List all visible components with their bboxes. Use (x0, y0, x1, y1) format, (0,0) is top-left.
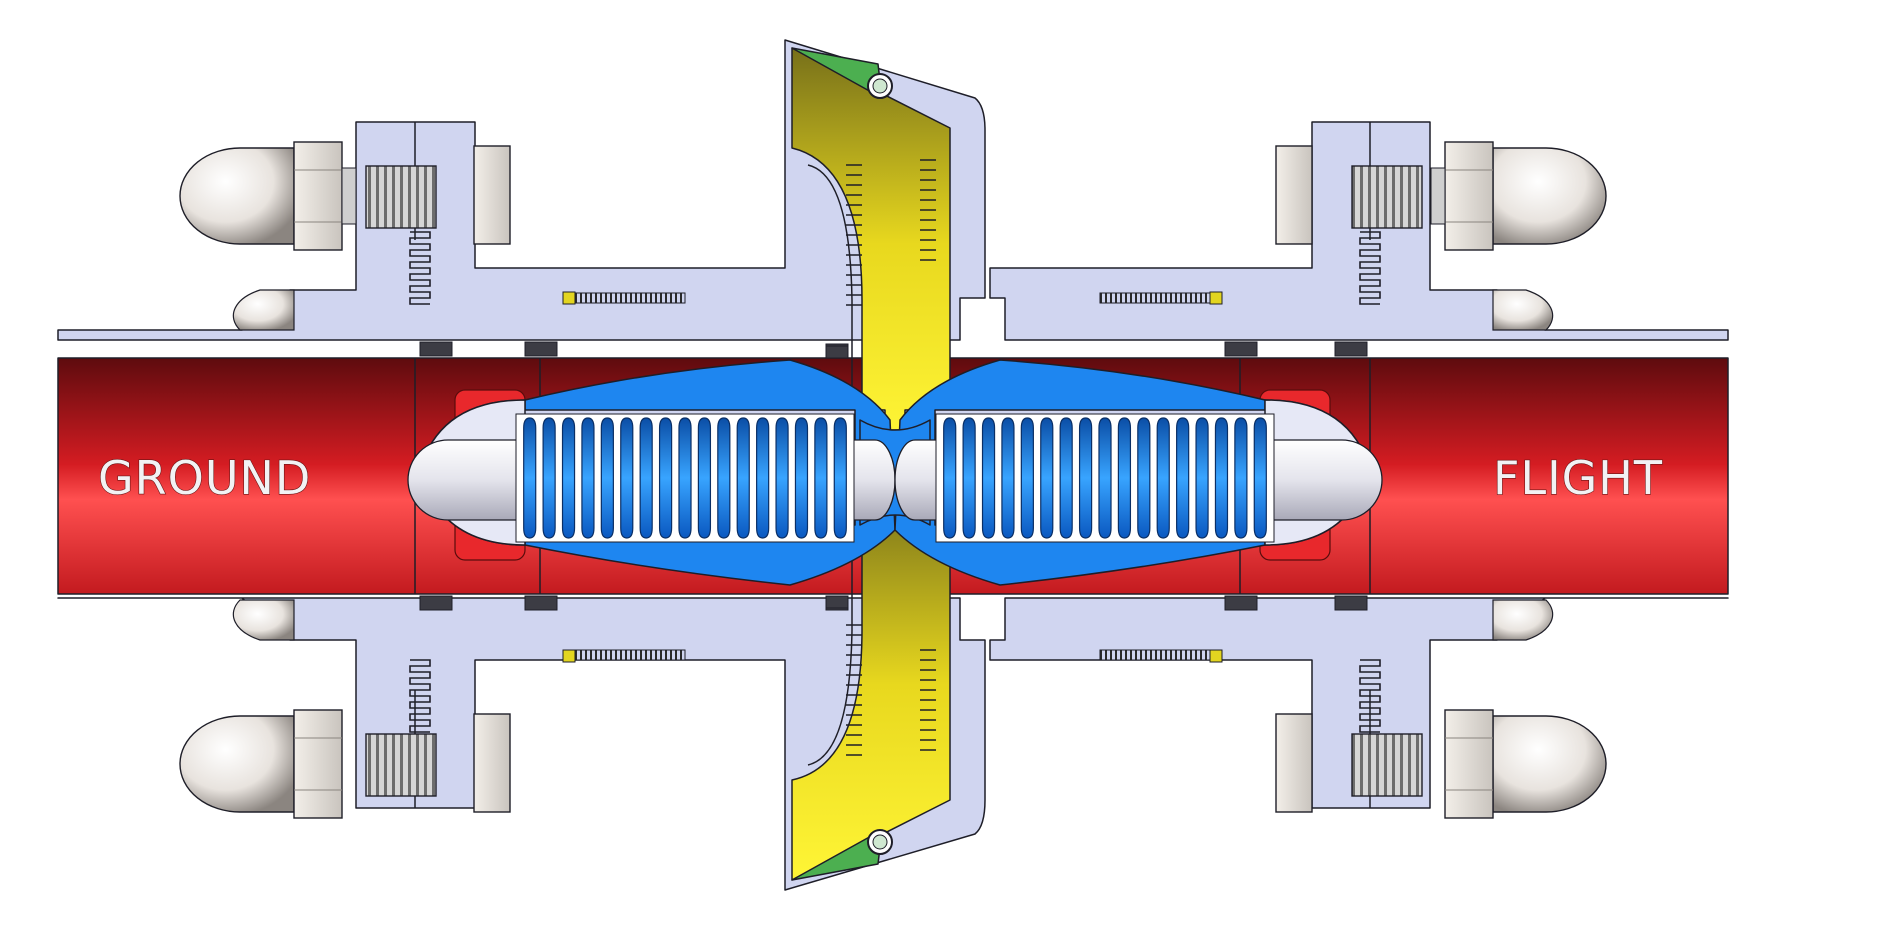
label-flight: FLIGHT (1493, 451, 1663, 505)
bolt-assembly-top-right (1275, 141, 1607, 331)
spring-coil (697, 417, 712, 539)
spring-coil (833, 417, 847, 539)
spring-coil (981, 417, 996, 539)
bolt-assembly-bottom-left (179, 599, 511, 819)
poppet-blade (791, 47, 951, 881)
spring-coil (1234, 417, 1248, 539)
spring-left (515, 413, 855, 543)
spring-coil (620, 417, 634, 539)
seal-ring-green (791, 47, 893, 881)
bolt-assembly-top-left (179, 141, 511, 331)
spring-coil (775, 417, 789, 539)
spring-coil (717, 417, 731, 539)
spring-guide-rods (407, 439, 1383, 521)
spring-coil (943, 417, 957, 539)
spring-coil (1117, 417, 1132, 539)
spring-coil (1059, 417, 1073, 539)
label-ground: GROUND (98, 451, 311, 505)
spring-coil (523, 417, 537, 539)
spring-coil (1156, 417, 1170, 539)
blade-teeth-top (846, 159, 936, 306)
spring-coil (1214, 417, 1229, 539)
spring-coil (1195, 417, 1209, 539)
spring-coil (1020, 417, 1034, 539)
spring-coil (1137, 417, 1151, 539)
spring-coil (814, 417, 828, 539)
spring-coil (794, 417, 809, 539)
spring-coil (1040, 417, 1054, 539)
spring-coil (1098, 417, 1112, 539)
spring-coil (581, 417, 595, 539)
spring-coil (1176, 417, 1190, 539)
spring-coil (542, 417, 556, 539)
spring-coil (1253, 417, 1267, 539)
spring-right (935, 413, 1275, 543)
spring-coil (1001, 417, 1015, 539)
spring-coil (962, 417, 976, 539)
spring-coil (658, 417, 673, 539)
spring-coil (600, 417, 614, 539)
blade-teeth-bottom (846, 624, 936, 756)
spring-coil (736, 417, 750, 539)
spring-coil (639, 417, 653, 539)
spring-coil (561, 417, 576, 539)
spring-coil (756, 417, 770, 539)
bolt-assembly-bottom-right (1275, 599, 1607, 819)
flange-thread-columns (409, 231, 1381, 733)
spring-coil (1078, 417, 1093, 539)
spring-coil (678, 417, 692, 539)
threaded-sleeves (562, 291, 1223, 663)
